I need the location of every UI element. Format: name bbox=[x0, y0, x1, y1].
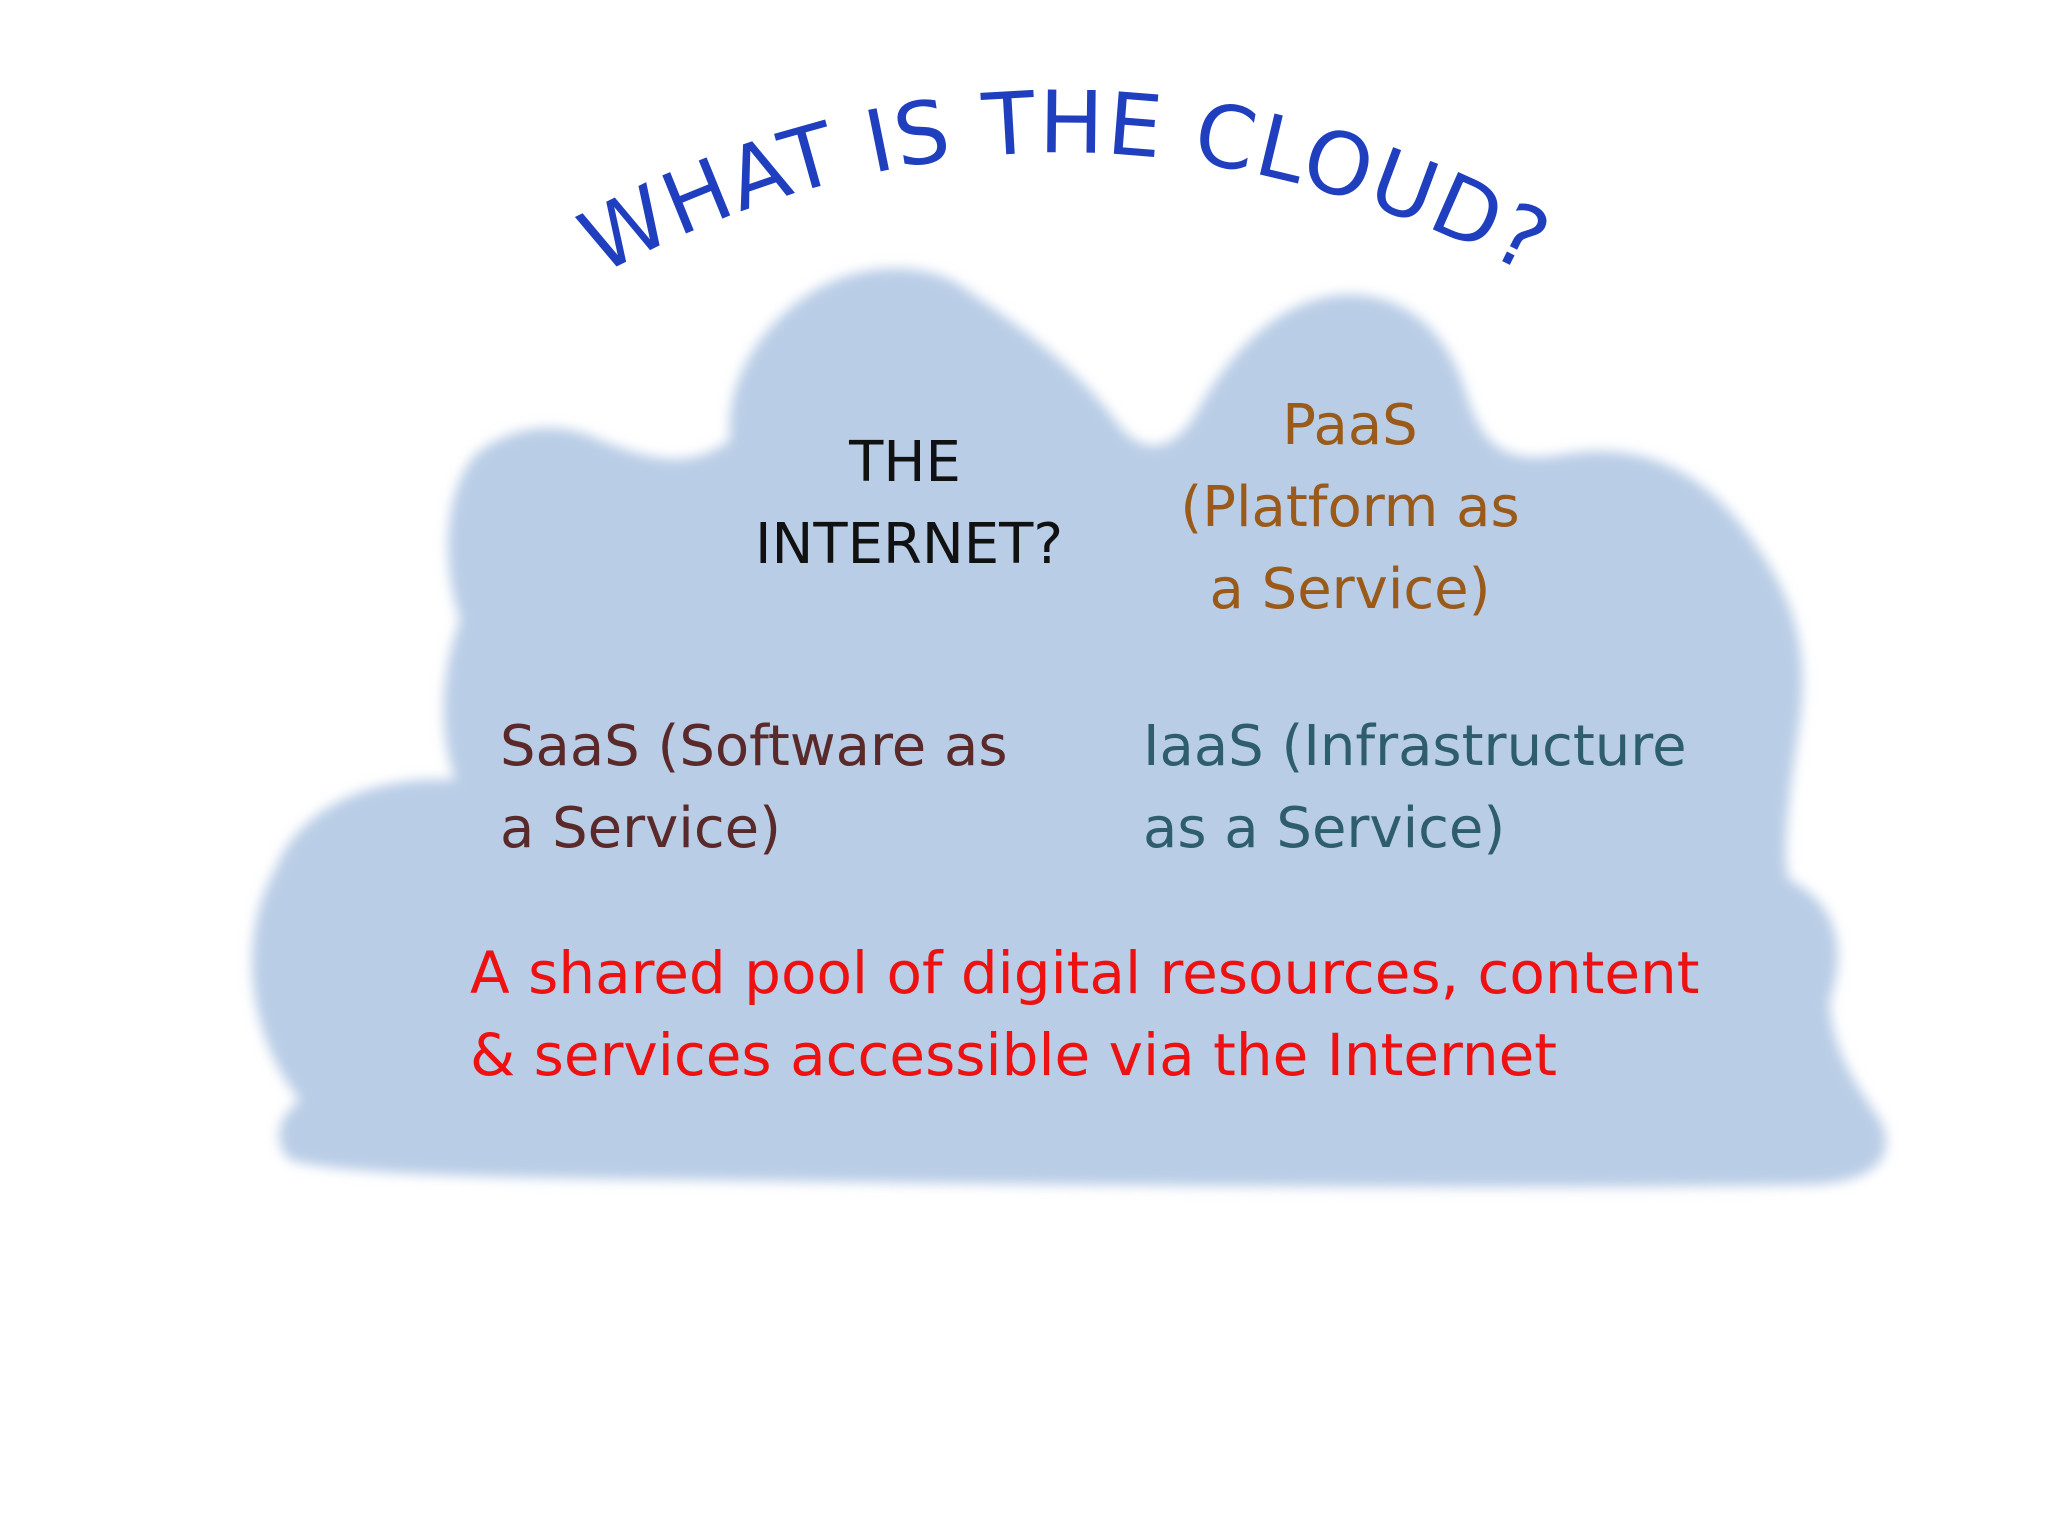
saas-line-1: SaaS (Software as bbox=[500, 714, 1008, 779]
definition-line-2: & services accessible via the Internet bbox=[470, 1021, 1558, 1089]
definition-line-1: A shared pool of digital resources, cont… bbox=[470, 939, 1700, 1007]
saas-line-2: a Service) bbox=[500, 796, 781, 861]
internet-label: THE INTERNET? bbox=[755, 422, 1064, 586]
iaas-label: IaaS (Infrastructure as a Service) bbox=[1143, 706, 1703, 870]
iaas-line-2: as a Service) bbox=[1143, 796, 1506, 861]
cloud-shape bbox=[252, 268, 1887, 1188]
paas-line-1: PaaS bbox=[1282, 393, 1418, 458]
iaas-line-1: IaaS (Infrastructure bbox=[1143, 714, 1687, 779]
saas-label: SaaS (Software as a Service) bbox=[500, 706, 1060, 870]
internet-line-2: INTERNET? bbox=[755, 512, 1064, 577]
slide-title-text: WHAT IS THE CLOUD? bbox=[565, 73, 1563, 294]
internet-line-1: THE bbox=[849, 430, 961, 495]
cloud-definition: A shared pool of digital resources, cont… bbox=[470, 932, 1770, 1096]
paas-line-2: (Platform as bbox=[1180, 475, 1520, 540]
paas-label: PaaS (Platform as a Service) bbox=[1150, 385, 1550, 631]
paas-line-3: a Service) bbox=[1209, 557, 1491, 622]
slide-title: WHAT IS THE CLOUD? bbox=[565, 73, 1565, 294]
